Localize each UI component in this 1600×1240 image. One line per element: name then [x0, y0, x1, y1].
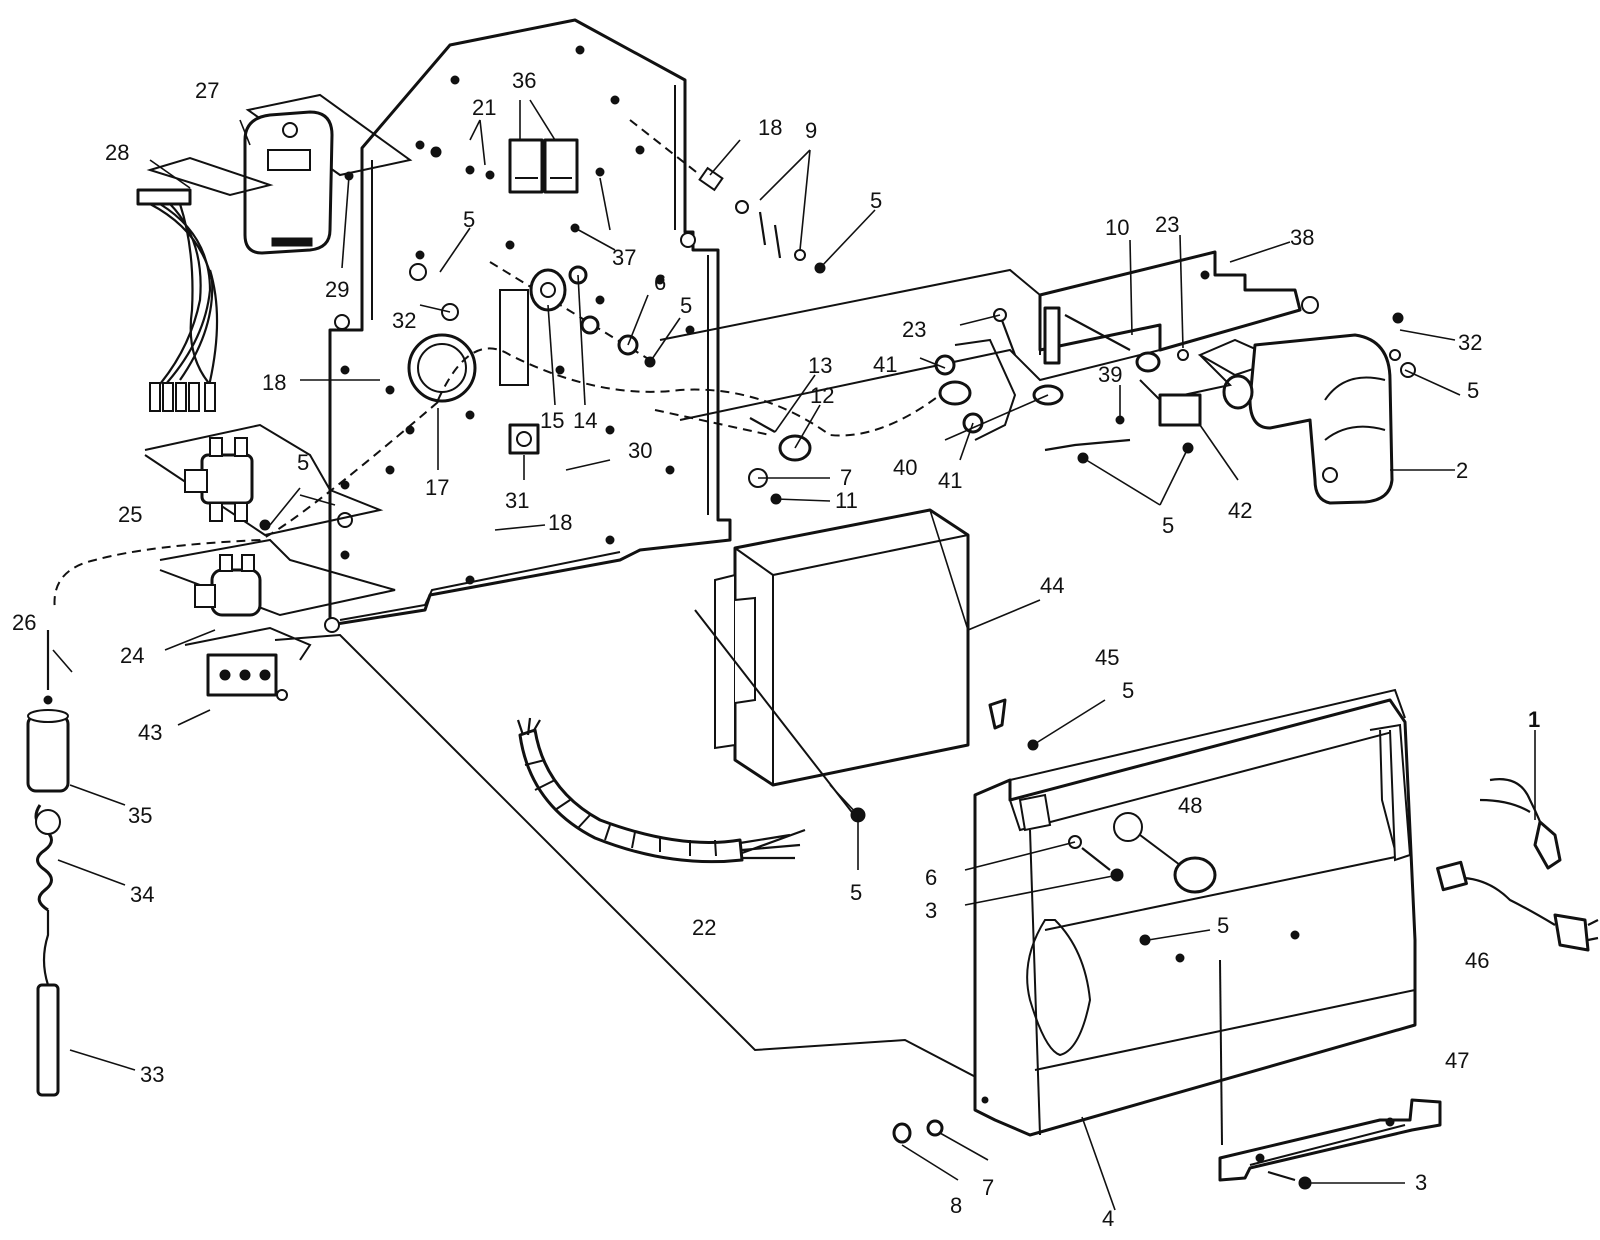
callout-36: 36 [512, 68, 536, 93]
callout-41-bottom: 41 [938, 468, 962, 493]
callout-34: 34 [130, 882, 154, 907]
callout-6-cover: 6 [925, 865, 937, 890]
callout-labels: 1 2 3 3 4 5 5 5 5 5 5 5 5 5 6 6 7 7 8 9 … [12, 68, 1540, 1231]
callout-41-top: 41 [873, 352, 897, 377]
solenoid-24 [159, 538, 396, 617]
callout-13: 13 [808, 353, 832, 378]
callout-11: 11 [835, 488, 858, 513]
callout-2: 2 [1456, 458, 1468, 483]
callout-32-motor: 32 [1458, 330, 1482, 355]
callout-5-solenoid: 5 [297, 450, 309, 475]
callout-33: 33 [140, 1062, 164, 1087]
callout-40: 40 [893, 455, 917, 480]
wiring-harness-28 [136, 156, 274, 412]
callout-46: 46 [1465, 948, 1489, 973]
callout-28: 28 [105, 140, 129, 165]
motor-cable-17 [437, 347, 941, 437]
callout-18-left: 18 [262, 370, 286, 395]
callout-21: 21 [472, 95, 496, 120]
callout-7-panel: 7 [840, 465, 852, 490]
callout-37: 37 [612, 245, 636, 270]
callout-18-bottom: 18 [548, 510, 572, 535]
callout-7-bottom: 7 [982, 1175, 994, 1200]
leader-lines [52, 99, 1536, 1211]
callout-38: 38 [1290, 225, 1314, 250]
callout-8: 8 [950, 1193, 962, 1218]
power-cord-46 [1436, 860, 1599, 952]
callout-27: 27 [195, 78, 219, 103]
panel-holes [324, 45, 696, 633]
callout-12: 12 [810, 383, 834, 408]
callout-18-top: 18 [758, 115, 782, 140]
callout-5-motor: 5 [1467, 378, 1479, 403]
control-module-27 [243, 93, 413, 255]
controller-box-44 [694, 508, 1039, 823]
terminal-block-43 [184, 626, 312, 701]
callout-5-cover: 5 [1217, 913, 1229, 938]
callout-25: 25 [118, 502, 142, 527]
callout-39: 39 [1098, 362, 1122, 387]
callout-26: 26 [12, 610, 36, 635]
cable-to-capacitor [53, 401, 439, 611]
callout-23-right: 23 [1155, 212, 1179, 237]
callout-5-shaft: 5 [680, 293, 692, 318]
callout-32-panel: 32 [392, 308, 416, 333]
callout-23-left: 23 [902, 317, 926, 342]
callout-35: 35 [128, 803, 152, 828]
bolt-8-washer-7 [892, 1119, 944, 1144]
callout-5-topright: 5 [870, 188, 882, 213]
wire-lead-1 [1479, 778, 1562, 870]
callout-24: 24 [120, 643, 144, 668]
callout-14: 14 [573, 408, 597, 433]
callout-10: 10 [1105, 215, 1129, 240]
callout-29: 29 [325, 277, 349, 302]
callout-47: 47 [1445, 1048, 1469, 1073]
callout-9: 9 [805, 118, 817, 143]
callout-5-switch: 5 [1162, 513, 1174, 538]
callout-3-bracket: 3 [1415, 1170, 1427, 1195]
bracket-47 [1218, 959, 1442, 1190]
callout-17: 17 [425, 475, 449, 500]
cable-loom-22 [516, 717, 806, 864]
callout-43: 43 [138, 720, 162, 745]
callout-6-shaft: 6 [654, 270, 666, 295]
callout-31: 31 [505, 488, 529, 513]
fastener-group-top [629, 119, 826, 274]
callout-5-clip: 5 [1122, 678, 1134, 703]
callout-5-box: 5 [850, 880, 862, 905]
relays-36 [430, 138, 605, 233]
callout-4: 4 [1102, 1206, 1114, 1231]
callout-15: 15 [540, 408, 564, 433]
callout-30: 30 [628, 438, 652, 463]
callout-5-panel: 5 [463, 207, 475, 232]
callout-42: 42 [1228, 498, 1252, 523]
callout-48: 48 [1178, 793, 1202, 818]
callout-3-cover: 3 [925, 898, 937, 923]
callout-22: 22 [692, 915, 716, 940]
callout-1: 1 [1528, 707, 1540, 732]
capacitor-stack [26, 630, 70, 1097]
motor-assembly [659, 250, 1416, 505]
solenoid-25 [144, 423, 384, 537]
callout-44: 44 [1040, 573, 1064, 598]
main-mounting-panel [328, 18, 732, 627]
front-cover-4 [973, 688, 1417, 1137]
callout-45: 45 [1095, 645, 1119, 670]
button-48 [1113, 812, 1217, 894]
